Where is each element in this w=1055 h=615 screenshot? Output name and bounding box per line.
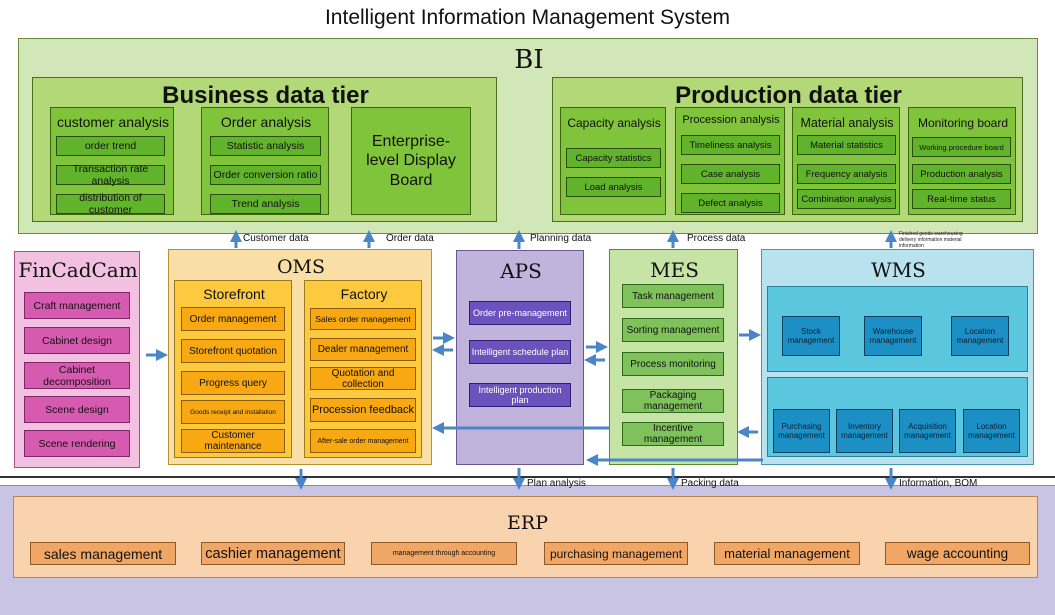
storefront-title: Storefront [203,286,265,302]
sales-order-management-item[interactable]: Sales order management [310,308,416,330]
process-data-label: Process data [687,233,746,244]
packing-data-label: Packing data [681,478,739,489]
planning-data-label: Planning data [530,233,592,244]
material-statistics-item[interactable]: Material statistics [797,135,896,155]
statistic-analysis-item[interactable]: Statistic analysis [210,136,321,156]
defect-analysis-item[interactable]: Defect analysis [681,193,780,213]
bottom-location-management-item[interactable]: Location management [963,409,1020,453]
erp-title: ERP [507,512,548,534]
frequency-analysis-item[interactable]: Frequency analysis [797,164,896,184]
system-title: Intelligent Information Management Syste… [324,6,731,29]
material-analysis-title: Material analysis [800,116,894,130]
production-analysis-item[interactable]: Production analysis [912,164,1011,184]
wage-accounting-item[interactable]: wage accounting [885,542,1030,565]
goods-receipt-item[interactable]: Goods receipt and installation [181,400,285,424]
quotation-collection-item[interactable]: Quotation and collection [310,367,416,390]
working-procedure-board-item[interactable]: Working procedure board [912,137,1011,157]
sales-management-item[interactable]: sales management [30,542,176,565]
bi-title: BI [514,45,544,75]
timeliness-analysis-item[interactable]: Timeliness analysis [681,135,780,155]
craft-management-item[interactable]: Craft management [24,292,130,319]
order-conversion-item[interactable]: Order conversion ratio [210,165,321,185]
wms-location-management-item[interactable]: Location management [951,316,1009,356]
factory-title: Factory [340,286,388,302]
intelligent-production-plan-item[interactable]: Intelligent production plan [469,383,571,407]
storefront-quotation-item[interactable]: Storefront quotation [181,339,285,363]
business-tier-title: Business data tier [162,82,369,109]
customer-distribution-item[interactable]: distribution of customer [56,192,165,216]
management-through-accounting-item[interactable]: management through accounting [371,542,517,565]
dealer-management-item[interactable]: Dealer management [310,338,416,361]
purchasing-management-item[interactable]: Purchasing management [773,409,830,453]
order-trend-item[interactable]: order trend [56,136,165,156]
order-analysis-box: Order analysis [201,107,329,215]
trend-analysis-item[interactable]: Trend analysis [210,194,321,214]
customer-maintenance-item[interactable]: Customer maintenance [181,429,285,453]
customer-data-label: Customer data [243,233,309,244]
wms-title: WMS [871,258,926,282]
inventory-management-item[interactable]: Inventory management [836,409,893,453]
purchasing-management-erp-item[interactable]: purchasing management [544,542,688,565]
transaction-rate-item[interactable]: Transaction rate analysis [56,163,165,187]
combination-analysis-item[interactable]: Combination analysis [797,189,896,209]
procession-analysis-title: Procession analysis [682,114,780,126]
capacity-statistics-item[interactable]: Capacity statistics [566,148,661,168]
erp-panel [13,496,1038,578]
fincadcam-title: FinCadCam [18,258,138,282]
realtime-status-item[interactable]: Real-time status [912,189,1011,209]
plan-analysis-label: Plan analysis [527,478,586,489]
order-management-item[interactable]: Order management [181,307,285,331]
material-management-item[interactable]: material management [714,542,860,565]
wms-note-line-1: Finished goods warehousing [899,231,963,237]
intelligent-schedule-plan-item[interactable]: Intelligent schedule plan [469,340,571,364]
mes-title: MES [650,258,699,282]
sorting-management-item[interactable]: Sorting management [622,318,724,342]
customer-analysis-title: customer analysis [56,114,170,130]
progress-query-item[interactable]: Progress query [181,371,285,395]
divider-line [0,476,1055,478]
load-analysis-item[interactable]: Load analysis [566,177,661,197]
order-pre-management-item[interactable]: Order pre-management [469,301,571,325]
process-monitoring-item[interactable]: Process monitoring [622,352,724,376]
task-management-item[interactable]: Task management [622,284,724,308]
cabinet-decomposition-item[interactable]: Cabinet decomposition [24,362,130,389]
order-analysis-title: Order analysis [220,114,312,130]
scene-design-item[interactable]: Scene design [24,396,130,423]
enterprise-display-board[interactable]: Enterprise-level Display Board [351,107,471,215]
packaging-management-item[interactable]: Packaging management [622,389,724,413]
incentive-management-item[interactable]: Incentive management [622,422,724,446]
warehouse-management-item[interactable]: Warehouse management [864,316,922,356]
procession-feedback-item[interactable]: Procession feedback [310,398,416,422]
production-tier-title: Production data tier [675,82,902,109]
oms-title: OMS [276,256,326,278]
stock-management-item[interactable]: Stock management [782,316,840,356]
after-sale-order-item[interactable]: After-sale order management [310,429,416,453]
scene-rendering-item[interactable]: Scene rendering [24,430,130,457]
monitoring-board-title: Monitoring board [917,116,1009,130]
order-data-label: Order data [386,233,434,244]
aps-title: APS [500,259,542,283]
information-bom-label: Information, BOM [899,478,978,489]
cabinet-design-item[interactable]: Cabinet design [24,327,130,354]
wms-note-line-2: delivery information material [899,237,962,243]
cashier-management-item[interactable]: cashier management [201,542,345,565]
acquisition-management-item[interactable]: Acquisition management [899,409,956,453]
wms-note-line-3: information [899,243,924,249]
case-analysis-item[interactable]: Case analysis [681,164,780,184]
capacity-analysis-title: Capacity analysis [567,116,661,130]
